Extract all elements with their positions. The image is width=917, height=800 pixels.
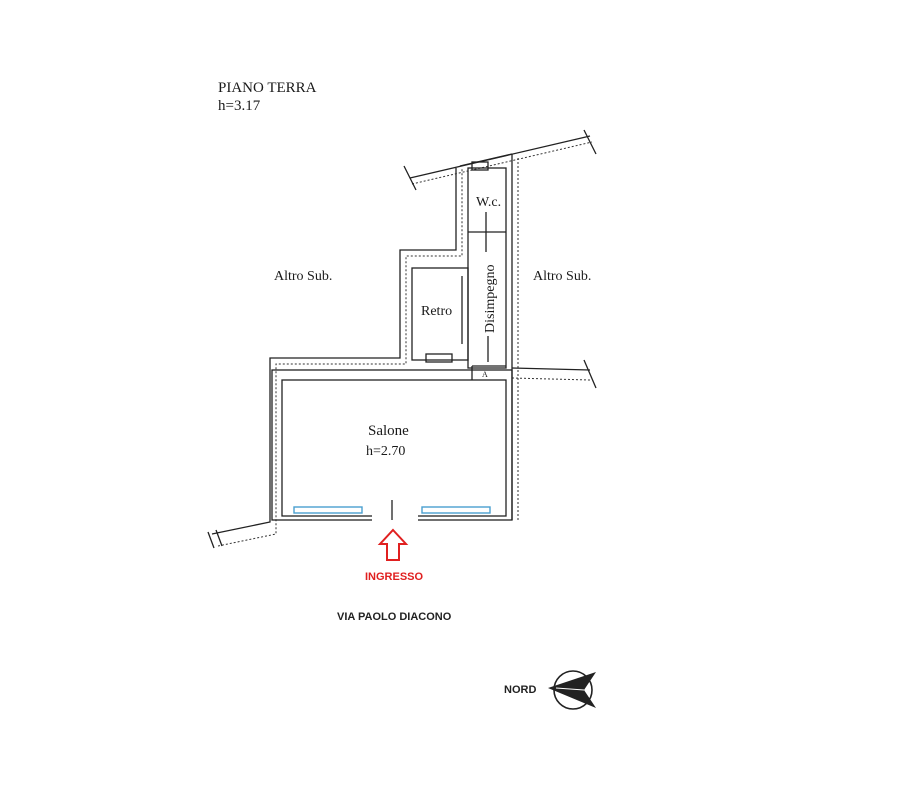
back-room-walls: [411, 267, 469, 363]
windows: [293, 506, 491, 514]
adjacent-unit-right-label: Altro Sub.: [533, 269, 591, 284]
hall-walls: A: [271, 365, 513, 522]
entrance-arrow-icon: [377, 528, 409, 561]
adjacent-unit-left-label: Altro Sub.: [274, 269, 332, 284]
floor-title: PIANO TERRA: [218, 80, 317, 96]
street-label: VIA PAOLO DIACONO: [337, 611, 452, 623]
north-label: NORD: [504, 684, 536, 696]
compass-icon: [548, 670, 596, 710]
floor-height: h=3.17: [218, 98, 261, 114]
room-label-hall: Salone: [368, 423, 409, 439]
boundary-left: [207, 168, 463, 549]
window-left: [293, 506, 363, 514]
room-height-hall: h=2.70: [366, 444, 405, 459]
boundary-top: [403, 129, 597, 191]
room-label-back-room: Retro: [421, 304, 452, 319]
boundary-right: [511, 154, 597, 520]
entrance-label: INGRESSO: [365, 571, 424, 583]
room-label-wc: W.c.: [476, 195, 501, 210]
room-label-corridor: Disimpegno: [483, 265, 498, 333]
svg-text:A: A: [482, 370, 488, 379]
window-right: [421, 506, 491, 514]
